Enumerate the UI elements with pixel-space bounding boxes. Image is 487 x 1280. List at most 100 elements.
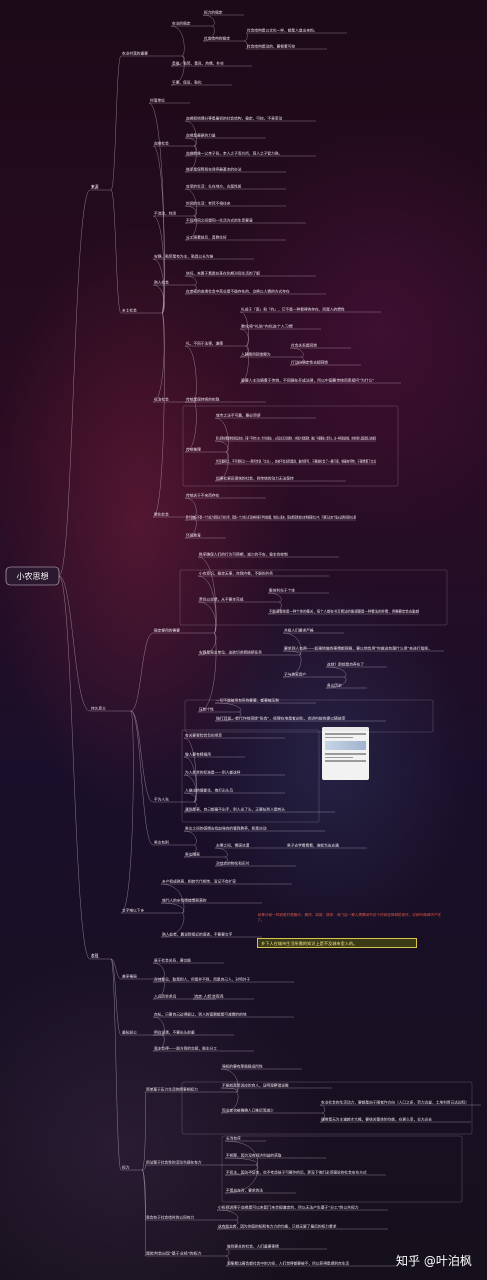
- mindmap-node-label[interactable]: 农业村落的重要: [122, 50, 148, 55]
- mindmap-node-label[interactable]: 不能调整体是一种个体的集关，每个人都在书写看法的能调整是一种看法的并看，但需要定…: [269, 608, 419, 613]
- mindmap-node-label[interactable]: 为人处世的标准是——别人都这样: [185, 769, 241, 774]
- mindmap-node-label[interactable]: 对结合的物化和买付: [216, 860, 250, 865]
- mindmap-node-label[interactable]: 攻坚的生活：扎在地方，古属性质: [186, 183, 242, 188]
- mindmap-node-label[interactable]: 社会关系是回馈: [291, 342, 317, 347]
- mindmap-node-label[interactable]: 稳定便用的需要: [154, 627, 180, 632]
- mindmap-node-label[interactable]: 居于社会关系，要交能: [154, 957, 191, 962]
- mindmap-node-label[interactable]: 这有前太会，因为你面的知和有力力的均衡，只就无解了最后的权力看求: [218, 1223, 337, 1228]
- mindmap-node-label[interactable]: 平素、保旧、勤化: [172, 79, 202, 84]
- mindmap-node-label[interactable]: 社会结构的稳定: [204, 35, 230, 40]
- mindmap-node-label[interactable]: 强权的要有那能稳运所性: [222, 1063, 263, 1068]
- mindmap-node-label[interactable]: 责任以业绩，从不要本完成: [199, 596, 244, 601]
- mindmap-node-label[interactable]: 血缘社会: [154, 140, 169, 145]
- mindmap-node-label[interactable]: 封闭的生活：老死不相往来: [186, 200, 231, 205]
- mindmap-node-label[interactable]: 重私轻公: [122, 1029, 137, 1034]
- mindmap-node-label[interactable]: 行动向确定性去超回馈: [291, 359, 328, 364]
- mindmap-node-label[interactable]: 子与他家资产: [284, 671, 307, 676]
- mindmap-node-label[interactable]: 各山历史: [327, 682, 342, 687]
- mindmap-node-label[interactable]: 共组人们要求严格: [284, 627, 314, 632]
- mindmap-node-label[interactable]: 传统关于不来而存在: [186, 492, 220, 497]
- mindmap-node-label[interactable]: 秩序确保人们的行为可预期，减少的不安，稳本的控制: [199, 551, 288, 556]
- mindmap-node-label[interactable]: 城代人的乡愁情绪惯离满的: [162, 897, 207, 902]
- mindmap-node-label[interactable]: 对待意见，取是别人，但是并不我，而是自己人，对特外于: [154, 976, 251, 981]
- mindmap-node-label[interactable]: 教化将"礼俗"内化进个人习惯: [241, 323, 293, 328]
- mindmap-node-label[interactable]: 礼治社会: [154, 396, 169, 401]
- mindmap-node-label[interactable]: 简单基于压力生活的牌事相权力: [146, 1086, 198, 1091]
- mindmap-node-label[interactable]: 不能就是那说应的自人，证明观察错说微: [222, 1082, 289, 1087]
- mindmap-node-label[interactable]: 遇到是事，自己都最不出手，别人出了头，正要扯到人是刺头: [185, 806, 285, 811]
- mindmap-node-label[interactable]: 观集看比著会都社会中的力经，人们觉得都要被不，所以获得是提别自生活: [227, 1260, 350, 1265]
- mindmap-node-label[interactable]: 人远而举求远: [154, 993, 177, 998]
- mindmap-node-label[interactable]: 是批判会出现"基于业经"的权力: [146, 1250, 202, 1255]
- mindmap-node-label[interactable]: 男女有别: [154, 839, 169, 844]
- mindmap-node-label[interactable]: 不流动，封闭: [154, 210, 177, 215]
- mindmap-node-label[interactable]: 乡土社会: [122, 307, 137, 312]
- mindmap-node-label[interactable]: 人做出他撞都住，抱打出头鸟: [185, 787, 234, 792]
- mindmap-node-label[interactable]: 自私，只要自己过得能让，别人的富额都是可减看的的地: [154, 1011, 247, 1016]
- mindmap-node-label[interactable]: 通常是无为主道越才大概，要统关整体的均衡，在更么变，业大必去: [321, 1116, 432, 1121]
- mindmap-node-label[interactable]: 不民主，因为不证体，也不考虑孩子可要作的后，那没下他们必须遵说的社会安东方式: [226, 1169, 367, 1174]
- mindmap-node-label[interactable]: 农业的稳定: [172, 20, 191, 25]
- mindmap-node-label[interactable]: 差序格局: [122, 973, 137, 978]
- mindmap-node-label[interactable]: 勇敢、勤劳、善良、热情、朴实: [172, 60, 224, 65]
- mindmap-node-label[interactable]: 流走·人奶洁而连: [194, 993, 224, 998]
- mindmap-node-label[interactable]: 权力的稳定: [204, 9, 223, 14]
- mindmap-node-label[interactable]: 不是总在对，要求的法: [226, 1187, 263, 1192]
- mindmap-node-label[interactable]: 明白说清，不要出头前重: [154, 1029, 195, 1034]
- mindmap-node-label[interactable]: 来源: [91, 183, 99, 190]
- mindmap-node-label[interactable]: 长当有序: [226, 1135, 241, 1140]
- mindmap-node-label[interactable]: 不同均同之间塑同一生活方式的生意要演: [186, 217, 253, 222]
- mindmap-node-label[interactable]: 男女隔离: [185, 851, 200, 856]
- mindmap-node-label[interactable]: 那个政者只不是一个力权力使而出下的力界，而是一个力或人们追神并要于学的规模，他阅…: [186, 514, 356, 519]
- mindmap-node-label[interactable]: 小权视训降于血缘是可以来配门来合规道定的，所以无法产生基于"分工"的公共权力: [218, 1204, 359, 1209]
- mindmap-node-label[interactable]: 熟人社会，靠说那接近的语述，不要要文字: [162, 931, 233, 936]
- mindmap-node-label[interactable]: 村落单位: [150, 97, 165, 102]
- mindmap-node-label[interactable]: 而业者也被确确人口推迟而减少: [222, 1107, 274, 1112]
- mindmap-node-label[interactable]: 夫妻之间，情感淡漠: [216, 842, 250, 847]
- mindmap-node-label[interactable]: 做人要有精细用: [185, 751, 211, 756]
- mindmap-node-label[interactable]: 血缘是最原的力量: [186, 132, 216, 137]
- mindmap-node-label[interactable]: 我会有于社会结时的公同有力: [146, 1214, 195, 1219]
- mindmap-node-label[interactable]: 要求别人有两——如果他做的事情都很稳，要以他会用"你做这有跟什么用"来进行指挥。: [284, 645, 432, 650]
- mindmap-node-label[interactable]: 男女之间的感情去找加强有的管我教养，和是淡动: [185, 825, 267, 830]
- mindmap-node-label[interactable]: 传统推理: [186, 446, 201, 451]
- mindmap-node-label[interactable]: 权力: [122, 1164, 130, 1169]
- mindmap-node-label[interactable]: 用法整于社会性的活动当规在有力: [146, 1159, 202, 1164]
- mindmap-node-label[interactable]: 礼成于『宽』和『约』，它不是一种看得的存在，而是人的惯性: [241, 306, 345, 311]
- mindmap-node-label[interactable]: 所可看同之，不可看标之——那所传说『文业』，也被不会发新建前，聚的那可，于要做社…: [216, 458, 376, 463]
- mindmap-node-label[interactable]: 社会结构是动的，要根着可控: [247, 43, 296, 48]
- mindmap-node-label[interactable]: 教化社会: [154, 511, 169, 516]
- mindmap-node-label[interactable]: 分工随着前后，勇教生好: [186, 234, 227, 239]
- mindmap-node-label[interactable]: 农业社会的生活动力，要都是由于随者作方向（人口之多，劳力边量，土地利用已达边际）: [321, 1099, 469, 1104]
- mindmap-node-label[interactable]: 做到更关的社会，人们重要事情: [227, 1243, 279, 1248]
- mindmap-node-label[interactable]: 礼，不同于法律，道德: [186, 340, 223, 345]
- mindmap-node-label[interactable]: 持久意义: [91, 705, 106, 710]
- mindmap-node-label[interactable]: 小农意识，稳定无事，自我内卷，不能的外务: [199, 570, 273, 575]
- mindmap-node-label[interactable]: 文字难以下乡: [122, 907, 145, 912]
- mindmap-node-label[interactable]: 重要人主动随着于传统，不同随在开成法律，所以中国要传统而思接问"为什么": [241, 377, 375, 382]
- mindmap-node-label[interactable]: 有关要冒险尝负的用意: [185, 732, 222, 737]
- mindmap-node-label[interactable]: 我主会得——能方我的交接，能主分工: [154, 1045, 217, 1050]
- mindmap-node-label[interactable]: 不相尊，因为没有经济利益的获取: [226, 1152, 282, 1157]
- mindmap-node-label[interactable]: 城市之法不可靠，要必须使: [216, 412, 261, 417]
- mindmap-node-label[interactable]: 男子去学看看看，谁就当出去遇: [287, 842, 339, 847]
- root-node[interactable]: 小农思想: [5, 566, 60, 586]
- mindmap-node-label[interactable]: 传统是保持续的实践: [186, 396, 220, 401]
- mindmap-node-label[interactable]: 在亲密的血缘社会中商业是不能存在的，交换以人情的方式存在: [186, 288, 290, 293]
- mindmap-node-label[interactable]: 社会结构是以文化一样，都是人造出来的。: [247, 27, 317, 32]
- mindmap-node-label[interactable]: 独行耳如，会代作统突提"张会"，经理在地是者创化，也讲内前的提以随放变: [216, 715, 346, 720]
- mindmap-node-label[interactable]: 血缘和地理分等是最初的社会结构，稳定、可控、不易变动: [186, 115, 283, 120]
- mindmap-node-label[interactable]: 表现: [91, 952, 99, 959]
- mindmap-node-label[interactable]: 集体利先于个体: [269, 587, 295, 592]
- mindmap-node-label[interactable]: 血缘就像一父亲子张，亲人之子而方所，商人之子智力熟。: [186, 150, 282, 155]
- mindmap-node-label[interactable]: 一切不能被用有序的要要，都要被压制: [216, 697, 279, 702]
- mindmap-node-label[interactable]: 人随精用回馈额为: [241, 351, 271, 356]
- mindmap-node-label[interactable]: 压制个性: [199, 706, 214, 711]
- mindmap-node-label[interactable]: 乡产和成熟离，相转代代相传，没记不会扩容: [162, 878, 236, 883]
- mindmap-node-label[interactable]: 信任，来着于蓄是在某在化期对同生活的了解: [186, 270, 260, 275]
- mindmap-node-label[interactable]: 继承是保障我在我停最基本的办法: [186, 166, 242, 171]
- mindmap-node-label[interactable]: 不为人先: [154, 796, 169, 801]
- mindmap-node-label[interactable]: 安路是离业单位，这欲切求把挑把任务: [199, 649, 262, 654]
- mindmap-node-label[interactable]: 那人把教训看着教给经验证实效，于要『不听老人言，吃亏在眼前』，从而比生活对话教的…: [216, 435, 376, 440]
- mindmap-node-label[interactable]: 熟人社会: [154, 279, 169, 284]
